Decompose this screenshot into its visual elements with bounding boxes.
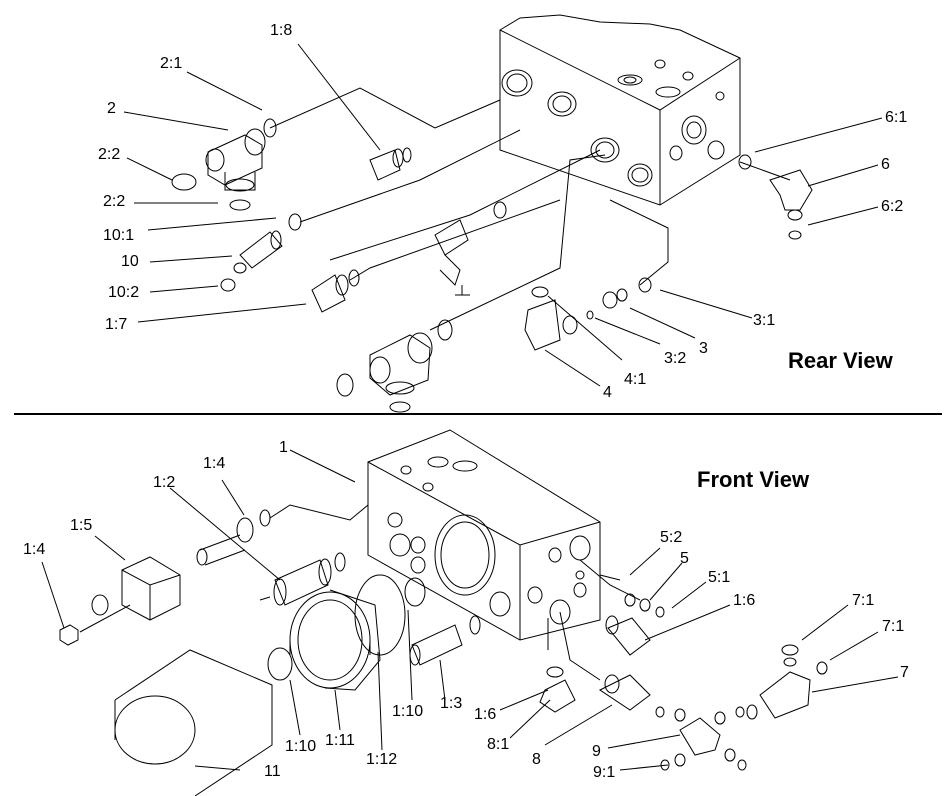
- front-leader-lines: [41, 449, 899, 771]
- callout-label: 1:8: [270, 22, 293, 39]
- callout-label: 6:1: [885, 109, 908, 126]
- rear-part-6-elbow: [738, 154, 813, 240]
- callout-label: 9:1: [593, 764, 616, 781]
- callout-label: 3: [699, 340, 708, 357]
- callout-label: 5:1: [708, 569, 731, 586]
- callout-label: 4:1: [624, 371, 647, 388]
- callout-label: 1:5: [70, 517, 93, 534]
- rear-manifold-block: [499, 14, 741, 206]
- callout-label: 7:1: [882, 618, 905, 635]
- rear-part-1-8: [369, 147, 412, 181]
- callout-label: 1: [279, 439, 288, 456]
- front-part-9-cross: [655, 706, 747, 771]
- front-part-1-4-cylinder: [196, 509, 271, 566]
- front-manifold-block: [367, 429, 601, 641]
- callout-label: 3:2: [664, 350, 687, 367]
- rear-part-3: [602, 277, 652, 309]
- callout-label: 3:1: [753, 312, 776, 329]
- callout-label: 6: [881, 156, 890, 173]
- front-part-1-6-and-8: [539, 615, 651, 713]
- front-part-1-5: [59, 556, 181, 646]
- callout-label: 7: [900, 664, 909, 681]
- front-route-lines: [269, 504, 641, 681]
- rear-part-2-fitting: [171, 118, 277, 211]
- rear-part-4-tee: [524, 286, 594, 351]
- callout-label: 8:1: [487, 736, 510, 753]
- callout-label: 2:2: [98, 146, 121, 163]
- callout-label: 1:4: [23, 541, 46, 558]
- callout-label: 1:6: [733, 592, 756, 609]
- callout-label: 2: [107, 100, 116, 117]
- callout-label: 1:11: [325, 732, 355, 749]
- callout-label: 1:6: [474, 706, 497, 723]
- front-part-7-tee: [746, 644, 828, 720]
- callout-label: 10:1: [103, 227, 135, 244]
- rear-route-lines: [269, 87, 791, 331]
- callout-label: 7:1: [852, 592, 875, 609]
- front-part-1-10: [267, 577, 426, 681]
- front-filter-bowl: [289, 574, 406, 691]
- rear-view-title: Rear View: [788, 348, 893, 373]
- callout-label: 6:2: [881, 198, 904, 215]
- callout-label: 1:4: [203, 455, 226, 472]
- rear-part-10: [220, 213, 302, 292]
- callout-label: 1:2: [153, 474, 176, 491]
- callout-label: 9: [592, 743, 601, 760]
- rear-lower-tee: [336, 319, 453, 413]
- rear-part-1-7: [311, 269, 360, 313]
- callout-label: 2:2: [103, 193, 126, 210]
- callout-label: 5: [680, 550, 689, 567]
- front-view-title: Front View: [697, 467, 810, 492]
- callout-label: 2:1: [160, 55, 183, 72]
- callout-label: 4: [603, 384, 612, 401]
- callout-label: 8: [532, 751, 541, 768]
- callout-label: 11: [264, 763, 281, 780]
- callout-label: 1:12: [366, 751, 398, 768]
- view-divider-line: [14, 413, 942, 415]
- callout-label: 10:2: [108, 284, 140, 301]
- callout-label: 5:2: [660, 529, 683, 546]
- callout-label: 1:10: [392, 703, 424, 720]
- rear-leader-lines: [123, 43, 883, 387]
- callout-label: 10: [121, 253, 139, 270]
- callout-label: 1:10: [285, 738, 317, 755]
- rear-center-elbow: [434, 201, 507, 296]
- front-part-1-2: [259, 552, 346, 606]
- front-part-11-canister: [114, 649, 273, 796]
- front-part-1-3: [409, 615, 481, 666]
- callout-label: 1:3: [440, 695, 463, 712]
- front-part-5: [624, 593, 665, 618]
- callout-label: 1:7: [105, 316, 128, 333]
